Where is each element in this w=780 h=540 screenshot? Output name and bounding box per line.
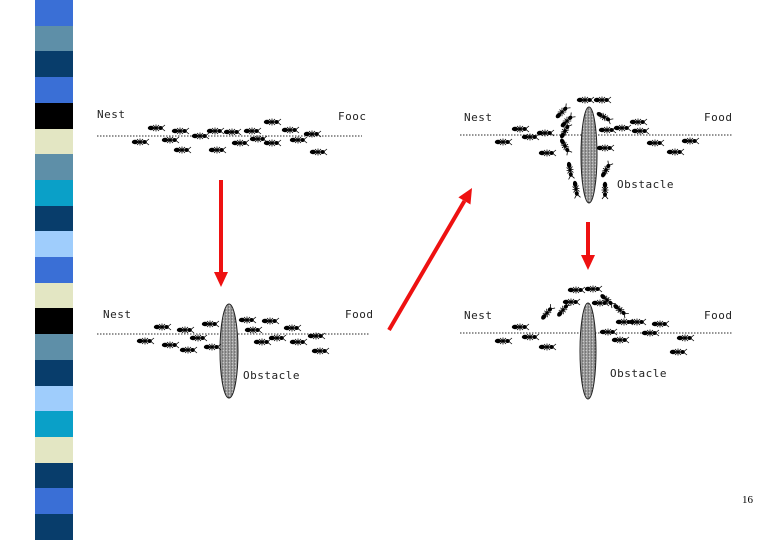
obstacle-shape xyxy=(220,304,238,398)
ant-icon xyxy=(512,126,529,133)
panel-1-initial-path xyxy=(97,119,362,156)
ant-icon xyxy=(282,127,299,134)
ant-icon xyxy=(599,127,616,134)
ant-icon xyxy=(264,140,281,147)
ant-icon xyxy=(232,140,249,147)
ant-icon xyxy=(558,137,573,155)
ant-icon xyxy=(254,339,271,346)
panel-2-obstacle-placed xyxy=(460,97,732,204)
ant-icon xyxy=(290,137,307,144)
ant-icon xyxy=(571,180,581,198)
ant-icon xyxy=(172,128,189,135)
ant-icon xyxy=(597,145,614,152)
ant-icon xyxy=(495,338,512,345)
ant-icon xyxy=(612,337,629,344)
ant-icon xyxy=(192,133,209,140)
panel-4-shortest-path xyxy=(460,286,732,400)
ant-icon xyxy=(310,149,327,156)
ant-icon xyxy=(667,149,684,156)
ant-icon xyxy=(677,335,694,342)
ant-icon xyxy=(162,342,179,349)
ant-icon xyxy=(632,128,649,135)
ant-icon xyxy=(577,97,594,104)
ant-icon xyxy=(180,347,197,354)
ant-icon xyxy=(614,125,631,132)
ant-icon xyxy=(495,139,512,146)
ant-icon xyxy=(269,335,286,342)
panel-1-nest-label: Nest xyxy=(97,108,126,121)
panel-1-food-label: Fooc xyxy=(338,110,367,123)
ant-icon xyxy=(202,321,219,328)
ant-icon xyxy=(174,147,191,154)
page-number: 16 xyxy=(742,494,753,506)
panel-4-obstacle-label: Obstacle xyxy=(610,367,667,380)
ant-icon xyxy=(207,128,224,135)
ant-icon xyxy=(190,335,207,342)
ant-icon xyxy=(239,317,256,324)
ant-icon xyxy=(264,119,281,126)
ant-icon xyxy=(262,318,279,325)
ant-icon xyxy=(209,147,226,154)
ant-icon xyxy=(290,339,307,346)
ant-icon xyxy=(647,140,664,147)
ant-icon xyxy=(539,344,556,351)
ant-icon xyxy=(148,125,165,132)
panel-3-obstacle-blocking xyxy=(97,304,370,398)
panel-2-obstacle-label: Obstacle xyxy=(617,178,674,191)
ant-icon xyxy=(522,334,539,341)
ant-icon xyxy=(670,349,687,356)
ant-icon xyxy=(512,324,529,331)
panel-4-nest-label: Nest xyxy=(464,309,493,322)
ant-icon xyxy=(563,299,580,306)
ant-icon xyxy=(565,161,575,179)
ant-icon xyxy=(204,344,221,351)
ant-icon xyxy=(284,325,301,332)
arrow-diagonal-up xyxy=(389,188,472,330)
ant-icon xyxy=(599,160,614,178)
ant-icon xyxy=(585,286,602,293)
panel-3-obstacle-label: Obstacle xyxy=(243,369,300,382)
arrow-down-left xyxy=(214,180,228,287)
panel-2-food-label: Food xyxy=(704,111,733,124)
ant-icon xyxy=(682,138,699,145)
ant-icon xyxy=(162,137,179,144)
ant-icon xyxy=(539,150,556,157)
ant-icon xyxy=(602,182,609,199)
ant-icon xyxy=(594,97,611,104)
ant-icon xyxy=(244,128,261,135)
ant-icon xyxy=(629,319,646,326)
panel-2-nest-label: Nest xyxy=(464,111,493,124)
arrow-down-right xyxy=(581,222,595,270)
ant-icon xyxy=(312,348,329,355)
ant-icon xyxy=(154,324,171,331)
ant-icon xyxy=(250,136,267,143)
panel-3-nest-label: Nest xyxy=(103,308,132,321)
ant-icon xyxy=(595,110,613,125)
ant-icon xyxy=(132,139,149,146)
obstacle-shape xyxy=(581,107,597,203)
panel-3-food-label: Food xyxy=(345,308,374,321)
panel-4-food-label: Food xyxy=(704,309,733,322)
ant-icon xyxy=(177,327,194,334)
ant-icon xyxy=(245,327,262,334)
ant-icon xyxy=(652,321,669,328)
ant-icon xyxy=(568,287,585,294)
ant-icon xyxy=(611,302,629,318)
ant-icon xyxy=(600,329,617,336)
ant-icon xyxy=(630,119,647,126)
ant-icon xyxy=(539,304,555,322)
ant-icon xyxy=(224,129,241,136)
obstacle-shape xyxy=(580,303,596,399)
ant-icon xyxy=(642,330,659,337)
ant-icon xyxy=(304,131,321,138)
ant-icon xyxy=(137,338,154,345)
